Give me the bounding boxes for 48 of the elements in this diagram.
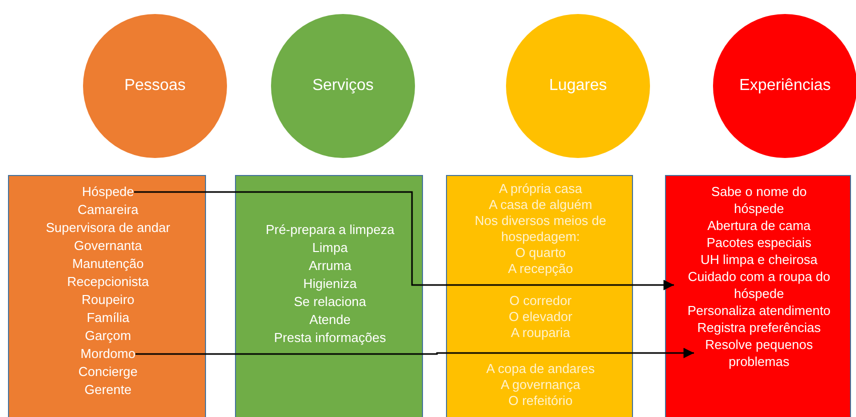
list-item: O refeitório — [508, 393, 573, 409]
list-item: Mordomo — [80, 345, 136, 363]
list-item: Arruma — [308, 257, 352, 275]
category-circle: Experiências — [713, 14, 856, 158]
list-item: Se relaciona — [294, 293, 366, 311]
list-item: Gerente — [84, 381, 132, 399]
list-item: Sabe o nome do hóspede — [694, 183, 824, 217]
list-item: Cuidado com a roupa do hóspede — [674, 268, 844, 302]
list-item: Recepcionista — [67, 273, 149, 291]
list-panel — [665, 175, 851, 417]
category-circle: Pessoas — [83, 14, 227, 158]
list-item: A própria casa — [498, 181, 582, 197]
list-item: Personaliza atendimento — [687, 302, 831, 319]
list-item: O corredor — [509, 293, 572, 309]
list-item: Supervisora de andar — [46, 219, 170, 237]
list-item: A recepção — [508, 261, 574, 277]
list-item: Limpa — [312, 239, 348, 257]
list-item: Manutenção — [72, 255, 144, 273]
list-item: Presta informações — [274, 329, 386, 347]
list-item: O quarto — [515, 245, 566, 261]
list-item: Garçom — [84, 327, 132, 345]
list-panel — [8, 175, 206, 417]
list-panel — [446, 175, 633, 417]
list-item: A rouparia — [510, 325, 570, 341]
list-item: Resolve pequenos problemas — [694, 336, 824, 370]
list-item: Pré-prepara a limpeza — [266, 221, 394, 239]
list-item: Governanta — [74, 237, 142, 255]
list-item: Higieniza — [303, 275, 357, 293]
list-item: Família — [86, 309, 130, 327]
list-item: A governança — [500, 377, 580, 393]
list-item: Hóspede — [82, 183, 134, 201]
list-item: Pacotes especiais — [706, 234, 812, 251]
category-circle: Serviços — [271, 14, 415, 158]
list-item: UH limpa e cheirosa — [700, 251, 818, 268]
list-panel — [235, 175, 423, 417]
list-item: Roupeiro — [82, 291, 134, 309]
list-item: Abertura de cama — [707, 217, 811, 234]
arrow — [134, 191, 674, 290]
list-item: Nos diversos meios de hospedagem: — [468, 213, 613, 245]
list-item: Registra preferências — [697, 319, 821, 336]
arrow — [135, 348, 694, 358]
list-item: Camareira — [78, 201, 138, 219]
list-item: A copa de andares — [486, 361, 595, 377]
list-item: O elevador — [508, 309, 572, 325]
category-circle: Lugares — [506, 14, 650, 158]
list-item: Concierge — [78, 363, 138, 381]
list-item: Atende — [309, 311, 351, 329]
list-item: A casa de alguém — [488, 197, 592, 213]
